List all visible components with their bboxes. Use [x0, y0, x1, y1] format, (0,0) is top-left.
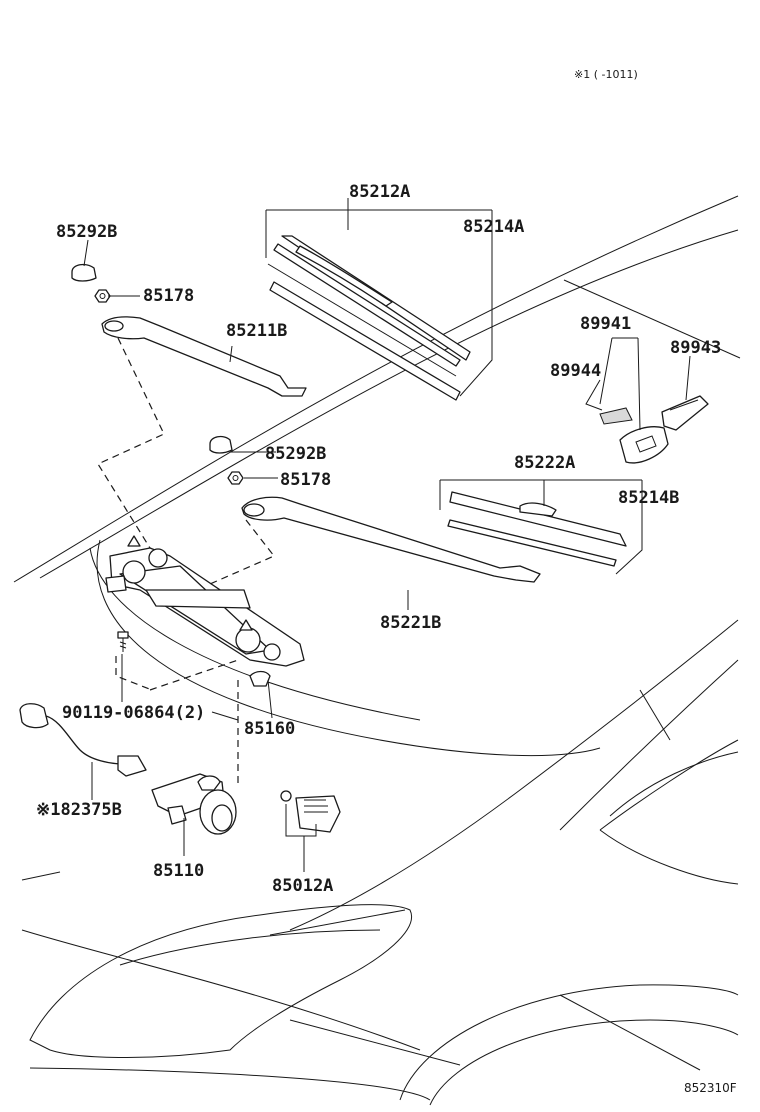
label-85212A: 85212A — [349, 182, 410, 202]
front-wiper-arm — [101, 316, 307, 397]
header-note: ※1 ( -1011) — [574, 68, 638, 81]
wiper-motor — [151, 773, 237, 835]
arm-cap-85292B-upper — [71, 263, 97, 282]
label-89941: 89941 — [580, 314, 631, 334]
nut-85178-lower — [227, 471, 244, 485]
label-85110: 85110 — [153, 861, 204, 881]
arm-cap-85292B-lower — [209, 435, 233, 454]
label-85214B: 85214B — [618, 488, 679, 508]
label-85160: 85160 — [244, 719, 295, 739]
bracket-85012A — [280, 790, 341, 833]
nut-85178-upper — [94, 289, 111, 303]
label-89943: 89943 — [670, 338, 721, 358]
bolt-90119 — [117, 631, 129, 652]
rain-sensor-parts — [599, 395, 709, 464]
diagram-code: 852310F — [684, 1081, 737, 1095]
leader-lines — [83, 198, 741, 872]
label-89944: 89944 — [550, 361, 601, 381]
label-85178-lower: 85178 — [280, 470, 331, 490]
label-85292B-upper: 85292B — [56, 222, 117, 242]
label-85178-upper: 85178 — [143, 286, 194, 306]
label-85221B: 85221B — [380, 613, 441, 633]
label-90119-06864: 90119-06864(2) — [62, 703, 205, 723]
label-85292B-lower: 85292B — [265, 444, 326, 464]
wiring-harness — [19, 703, 147, 777]
second-wiper-arm — [241, 496, 541, 583]
assembly-dashed-lines — [97, 337, 275, 784]
wiper-link-assembly — [105, 535, 305, 687]
vehicle-body-outline — [13, 195, 739, 1106]
label-85222A: 85222A — [514, 453, 575, 473]
front-wiper-blade — [267, 235, 471, 401]
second-wiper-blade — [447, 491, 627, 567]
label-85012A: 85012A — [272, 876, 333, 896]
label-82375B: ※182375B — [36, 800, 122, 820]
label-85211B: 85211B — [226, 321, 287, 341]
label-85214A: 85214A — [463, 217, 524, 237]
